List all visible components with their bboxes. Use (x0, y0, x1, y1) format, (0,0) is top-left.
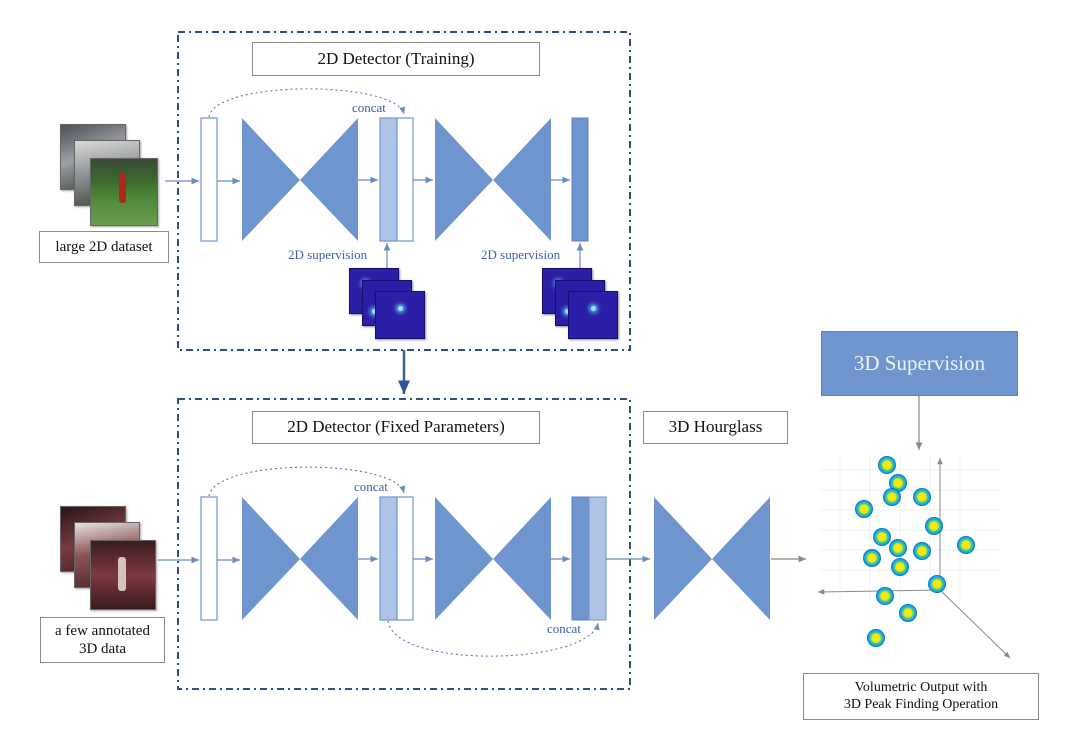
hourglass-3d-title: 3D Hourglass (643, 411, 788, 444)
heatmap-2c (568, 291, 618, 339)
runner-figure-icon (119, 173, 126, 203)
skip-connection-bottom-top (208, 466, 406, 497)
dataset-2d-text: large 2D dataset (55, 239, 153, 255)
hourglass-3d-shape (654, 497, 770, 620)
input-feature-bottom (200, 496, 218, 621)
photo-2d-front (90, 158, 158, 226)
skip-connection-bottom-low (387, 620, 600, 657)
volume-grid (820, 455, 1000, 600)
person-figure-icon (118, 557, 126, 591)
training-title-text: 2D Detector (Training) (317, 48, 475, 68)
concat-label-fixed-top: concat (354, 479, 388, 494)
concat-feature-light-top (379, 117, 398, 242)
photo-3d-front (90, 540, 156, 610)
concat-feature-dark-bottom (571, 496, 590, 621)
dataset-2d-label: large 2D dataset (39, 231, 169, 263)
concat-label-training: concat (352, 100, 386, 115)
dataset-3d-text-1: a few annotated (55, 623, 150, 639)
skip-connection-top (208, 88, 406, 118)
input-feature-top (200, 117, 218, 242)
concat-feature-light-right (588, 496, 607, 621)
output-feature-top (571, 117, 589, 242)
fixed-block-border (177, 398, 631, 690)
supervision-3d-text: 3D Supervision (853, 351, 986, 375)
concat-feature-white-bottom (396, 496, 414, 621)
fixed-title-text: 2D Detector (Fixed Parameters) (287, 417, 505, 437)
training-block-title: 2D Detector (Training) (252, 42, 540, 76)
output-text-1: Volumetric Output with (854, 679, 988, 695)
hourglass-t2-shape (435, 118, 551, 241)
supervision-label-1: 2D supervision (288, 247, 368, 262)
peak-points (855, 456, 975, 647)
hourglass-b1-shape (242, 497, 358, 620)
output-label: Volumetric Output with 3D Peak Finding O… (803, 673, 1039, 720)
concat-feature-white-top (396, 117, 414, 242)
heatmap-1c (375, 291, 425, 339)
hourglass-t1-shape (242, 118, 358, 241)
concat-label-fixed-bottom: concat (547, 621, 581, 636)
output-text-2: 3D Peak Finding Operation (843, 696, 999, 712)
dataset-3d-label: a few annotated 3D data (40, 617, 165, 663)
training-block-border (177, 31, 631, 351)
supervision-label-2: 2D supervision (481, 247, 561, 262)
dataset-3d-text-2: 3D data (78, 641, 127, 657)
fixed-block-title: 2D Detector (Fixed Parameters) (252, 411, 540, 444)
concat-feature-light-bottom (379, 496, 398, 621)
supervision-3d-box: 3D Supervision (821, 331, 1018, 396)
axis-y (939, 589, 1011, 659)
hourglass-b2-shape (435, 497, 551, 620)
hourglass-3d-text: 3D Hourglass (668, 417, 763, 437)
